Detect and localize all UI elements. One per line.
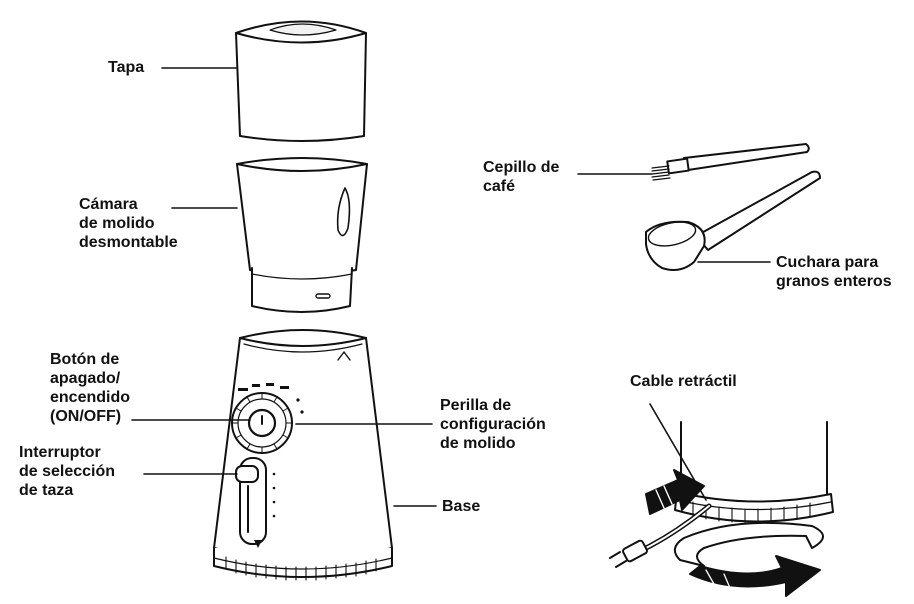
label-interruptor: Interruptor de selección de taza (19, 444, 116, 499)
scoop-illustration (645, 170, 821, 271)
label-camara: Cámara de molido desmontable (79, 196, 178, 251)
label-base: Base (442, 498, 481, 515)
label-cuchara: Cuchara para granos enteros (776, 254, 892, 290)
chamber-illustration (236, 157, 368, 313)
label-cepillo: Cepillo de café (483, 159, 560, 195)
lid-illustration (235, 20, 367, 142)
label-cable: Cable retráctil (630, 373, 737, 390)
base-illustration (213, 329, 393, 581)
brush-illustration (651, 143, 810, 181)
cord-illustration (609, 421, 834, 597)
leader-lines (131, 67, 771, 507)
label-tapa: Tapa (108, 59, 145, 76)
label-boton: Botón de apagado/ encendido (ON/OFF) (50, 351, 131, 425)
label-perilla: Perilla de configuración de molido (440, 397, 546, 452)
